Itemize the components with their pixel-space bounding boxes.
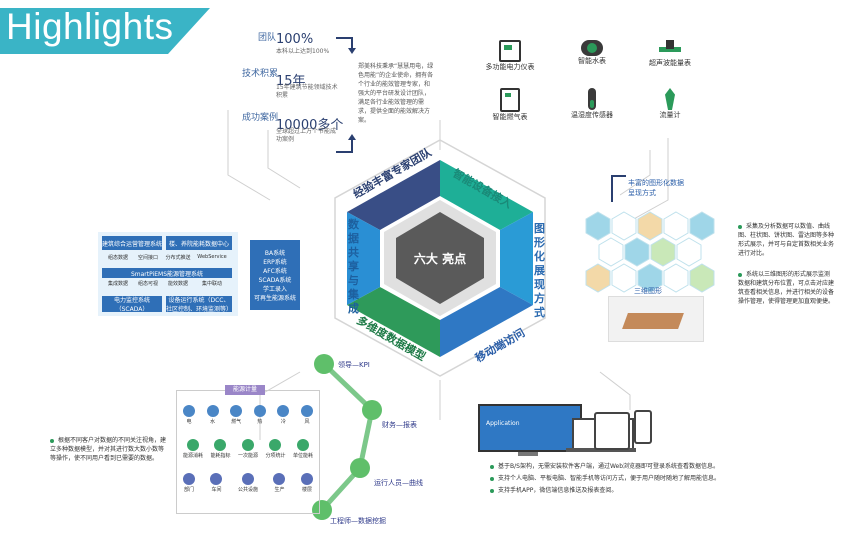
matrix-header: 能源计量 <box>225 385 265 395</box>
smartpiems-box: SmartPiEMS能源管理系统 <box>102 268 232 278</box>
device-ultrasonic-meter: 超声波能量表 <box>640 40 700 68</box>
guide-line <box>599 371 631 410</box>
laptop-base <box>566 448 636 452</box>
expert-brackets <box>336 37 356 153</box>
graphic-title: 丰富的图形化数据呈现方式 <box>628 179 684 197</box>
device-label: 流量计 <box>659 111 681 119</box>
device-flowmeter: 流量计 <box>640 88 700 120</box>
case-label: 成功案例 <box>242 113 279 123</box>
device-water-meter: 智能水表 <box>562 40 622 66</box>
team-value: 100% <box>276 32 314 47</box>
segment-expert <box>347 160 440 230</box>
device-label: 超声波能量表 <box>649 59 691 67</box>
flowmeter-icon <box>665 88 675 110</box>
outer-hex-ring <box>334 139 546 377</box>
graphic-note-2: 系统以三维图形的形式展示监测数据和建筑分布位置，可点击对应建筑查看相关信息，并进… <box>738 271 835 305</box>
section-share-label: 数据共享与集成 <box>348 218 359 315</box>
segment-share <box>347 212 380 305</box>
banner-title: Highlights <box>6 6 174 47</box>
3d-building-preview <box>608 296 704 342</box>
team-label: 团队 <box>258 33 277 43</box>
model-pyramid-line <box>312 354 382 520</box>
expert-intro: 郑美科技秉承“慧慧用电，绿色用能”的企业使命，拥有各个行业的能效管理专家，和强大… <box>358 63 434 124</box>
matrix-row-2: 能源消耗 能耗指标 一次能源 分项统计 单位能耗 <box>183 439 313 459</box>
case-desc: 全球超过上万个节能成功案例 <box>276 128 337 143</box>
data-center-box: 楼、养院能耗数据中心 <box>166 236 232 250</box>
level-curve: 运行人员—曲线 <box>374 479 423 487</box>
device-label: 智能水表 <box>578 57 606 65</box>
energy-matrix: 能源计量 电 水 燃气 热 冷 风 能源消耗 能耗指标 一次能源 分项统计 单位… <box>176 385 320 514</box>
tech-desc: 15年建筑节能领域技术积累 <box>276 84 338 99</box>
segment-model <box>347 287 440 357</box>
tablet <box>594 412 630 450</box>
level-report: 财务—报表 <box>382 421 417 429</box>
small-tags-row2: 集成数据 组态可视 能效数据 集中联动 <box>107 281 222 287</box>
case-value: 10000多个 <box>276 118 344 133</box>
device-power-meter: 多功能电力仪表 <box>480 40 540 72</box>
device-label: 多功能电力仪表 <box>485 63 535 71</box>
mobile-note-1: 基于B/S架构，无需安装软件客户端，通过Web浏览器即可登录系统查看数据信息。 <box>490 462 730 471</box>
center-hex <box>396 212 484 304</box>
level-kpi: 领导—KPI <box>338 361 370 369</box>
team-desc: 本科以上达到100% <box>276 48 330 55</box>
device-label: 智能燃气表 <box>492 113 528 121</box>
water-meter-icon <box>581 40 603 56</box>
guide-line <box>259 371 301 440</box>
device-thermo-sensor: 温湿度传感器 <box>562 88 622 120</box>
guide-line <box>227 110 271 201</box>
mobile-note-2: 支持个人电脑、平板电脑、智能手机等访问方式，便于用户随时随地了解用能信息。 <box>490 474 730 483</box>
ultrasonic-meter-icon <box>659 40 681 58</box>
phone <box>634 410 652 444</box>
integration-right-box: BA系统 ERP系统 AFC系统 SCADA系统 学工录入 可再生能源系统 <box>250 240 300 310</box>
building-shape <box>622 313 684 329</box>
power-meter-icon <box>499 40 521 62</box>
graphic-sub: 三维图形 <box>634 287 662 295</box>
equipment-box: 设备运行系统（DCC、社区控制、环境监测等） <box>166 296 233 313</box>
gas-meter-icon <box>500 88 520 112</box>
graphic-hex-grid <box>585 211 715 293</box>
tech-label: 技术积累 <box>242 69 279 79</box>
desktop-monitor: Application <box>478 404 582 452</box>
device-gas-meter: 智能燃气表 <box>480 88 540 122</box>
segment-mobile <box>440 287 533 357</box>
device-label: 温湿度传感器 <box>571 111 613 119</box>
scada-box: 电力监控系统（SCADA） <box>102 296 162 313</box>
segment-device <box>440 160 533 230</box>
segment-graphic <box>500 212 533 305</box>
model-note: 根据不同客户对数据的不同关注视角，建立多种数据模型，并对其进行数大数小数等等操作… <box>50 437 167 462</box>
highlights-banner <box>0 8 210 54</box>
mobile-note-3: 支持手机APP，微信端信息推送及报表查阅。 <box>490 486 730 495</box>
section-graphic-label: 图形化展现方式 <box>534 222 545 319</box>
graphic-note-1: 采集及分析数据可以数值、曲线图、柱状图、饼状图、雷达图等多种形式展示，并可与自定… <box>738 223 835 257</box>
monitor-stand <box>518 452 538 456</box>
matrix-row-1: 电 水 燃气 热 冷 风 <box>183 405 313 425</box>
matrix-row-3: 部门 车间 公共设施 生产 楼层 <box>183 473 313 493</box>
level-datamining: 工程师—数据挖掘 <box>330 517 386 525</box>
guide-line <box>631 138 669 221</box>
thermo-sensor-icon <box>588 88 596 110</box>
tech-value: 15年 <box>276 74 306 89</box>
graphic-bracket <box>611 175 626 202</box>
screen-text: Application <box>486 420 520 427</box>
building-ops-box: 建筑综合运营管理系统 <box>102 236 162 250</box>
guide-line <box>267 130 301 189</box>
center-label: 六大 亮点 <box>413 252 467 266</box>
small-tags-row1: 组态数据 空间接口 分布式推送 WebService <box>107 254 227 261</box>
guide-line <box>619 150 651 196</box>
